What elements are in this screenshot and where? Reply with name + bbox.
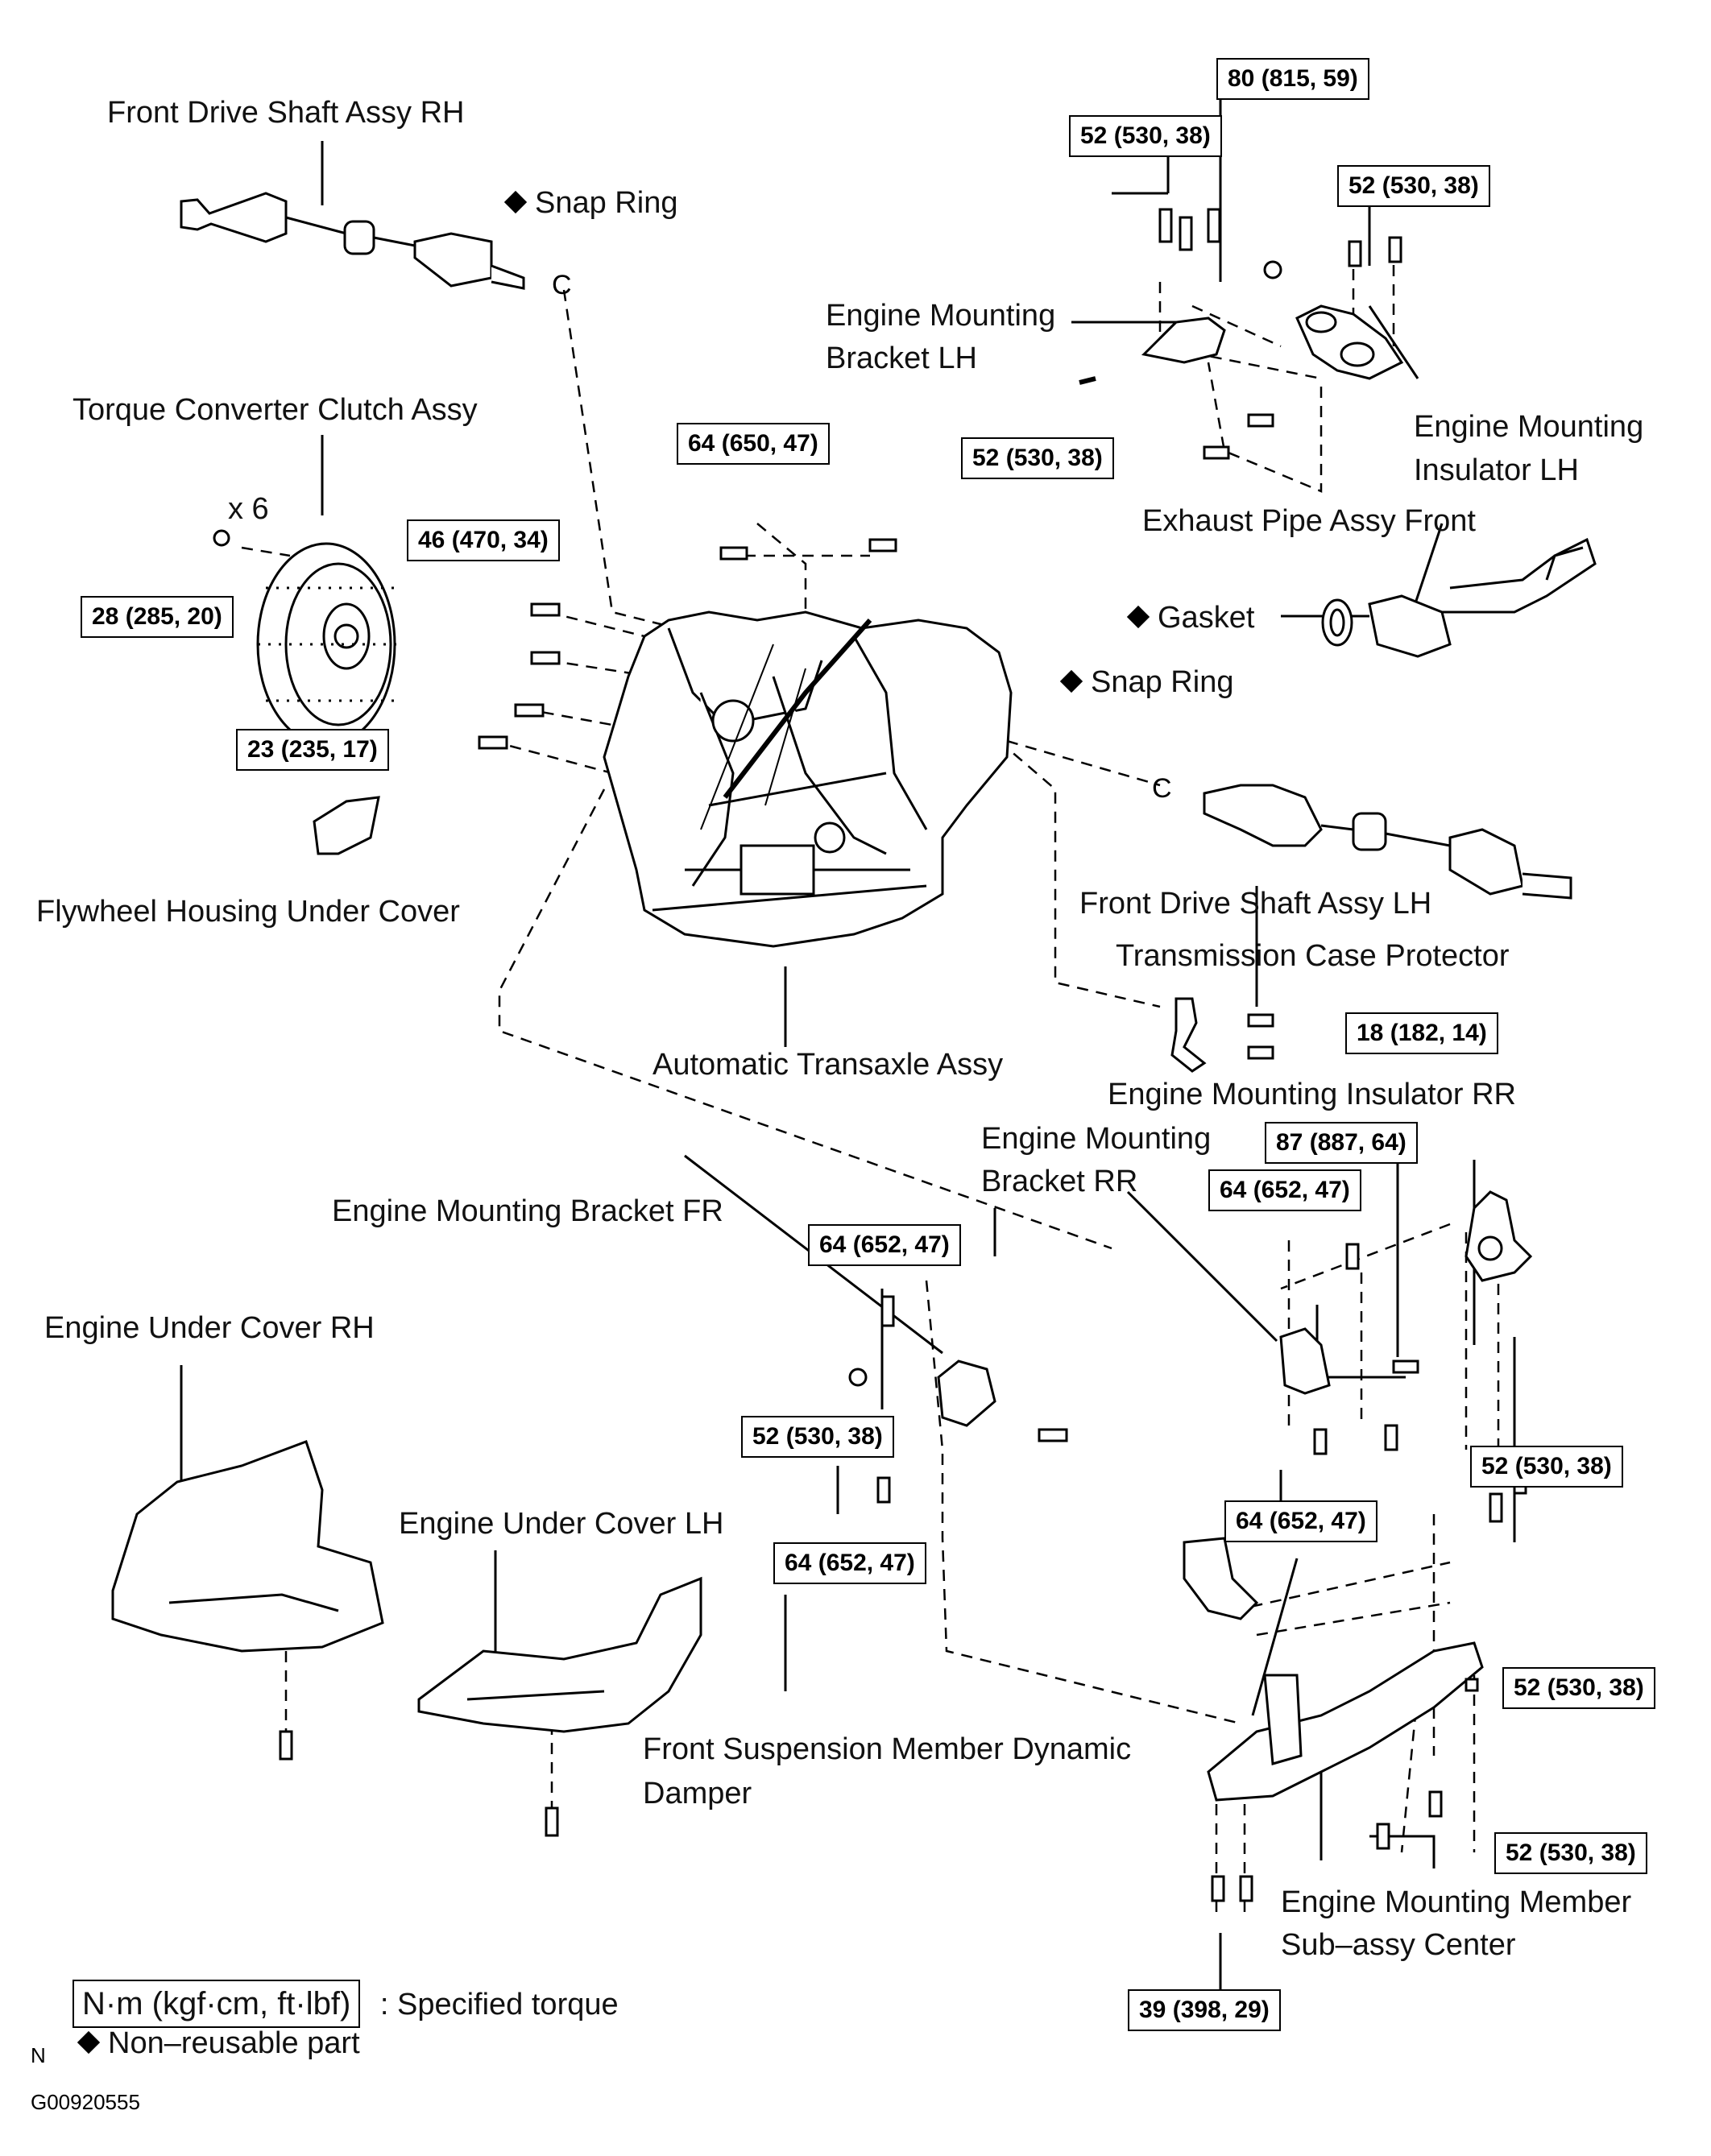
torque-box: 64 (652, 47) [1208, 1169, 1361, 1211]
label-engine-mounting-insulator-lh-1: Engine Mounting [1414, 410, 1644, 444]
torque-box: 46 (470, 34) [407, 519, 560, 561]
torque-box: 18 (182, 14) [1345, 1012, 1498, 1054]
label-snap-ring-top: Snap Ring [503, 185, 678, 222]
label-flywheel-cover: Flywheel Housing Under Cover [36, 895, 460, 929]
legend-nonreusable-text: Non–reusable part [108, 2026, 360, 2060]
label-gasket: Gasket [1126, 600, 1255, 637]
label-engine-mounting-insulator-rr: Engine Mounting Insulator RR [1108, 1078, 1516, 1111]
torque-box: 52 (530, 38) [1502, 1667, 1655, 1709]
torque-box: 52 (530, 38) [1494, 1832, 1647, 1874]
torque-box: 52 (530, 38) [1337, 165, 1490, 207]
label-dynamic-damper-1: Front Suspension Member Dynamic [643, 1732, 1132, 1766]
torque-box: 80 (815, 59) [1216, 58, 1369, 100]
label-engine-mounting-bracket-rr-2: Bracket RR [981, 1165, 1138, 1198]
label-front-drive-shaft-lh: Front Drive Shaft Assy LH [1079, 887, 1432, 921]
label-engine-mounting-bracket-lh-1: Engine Mounting [826, 299, 1056, 333]
label-engine-mounting-bracket-fr: Engine Mounting Bracket FR [332, 1194, 723, 1228]
label-automatic-transaxle: Automatic Transaxle Assy [652, 1048, 1004, 1082]
torque-box: 64 (652, 47) [1224, 1500, 1378, 1542]
label-snap-ring-mid: Snap Ring [1059, 664, 1234, 701]
legend-unit-box: N·m (kgf·cm, ft·lbf) [72, 1980, 361, 2028]
label-engine-mounting-insulator-lh-2: Insulator LH [1414, 453, 1579, 487]
torque-box: 64 (650, 47) [677, 423, 830, 465]
torque-box: 52 (530, 38) [1470, 1446, 1623, 1488]
label-x6: x 6 [228, 492, 269, 526]
torque-box: 52 (530, 38) [961, 437, 1114, 479]
torque-box: 52 (530, 38) [741, 1416, 894, 1458]
label-engine-mounting-bracket-rr-1: Engine Mounting [981, 1122, 1212, 1156]
label-transmission-protector: Transmission Case Protector [1116, 939, 1510, 973]
non-reusable-diamond-icon [1059, 669, 1083, 693]
label-torque-converter: Torque Converter Clutch Assy [72, 393, 478, 427]
label-engine-under-cover-lh: Engine Under Cover LH [399, 1507, 724, 1541]
legend-nonreusable: Non–reusable part [77, 2026, 360, 2063]
torque-box: 64 (652, 47) [773, 1542, 926, 1584]
torque-box: 52 (530, 38) [1069, 115, 1222, 157]
svg-text:C: C [1152, 773, 1172, 804]
torque-box: 28 (285, 20) [81, 596, 234, 638]
label-engine-under-cover-rh: Engine Under Cover RH [44, 1311, 375, 1345]
label-exhaust-pipe: Exhaust Pipe Assy Front [1142, 504, 1476, 538]
legend-torque: N·m (kgf·cm, ft·lbf) : Specified torque [72, 1980, 619, 2028]
north-marker: N [31, 2043, 46, 2067]
snap-ring-text: Snap Ring [535, 186, 678, 220]
torque-box: 64 (652, 47) [808, 1224, 961, 1266]
snap-ring-text: Snap Ring [1091, 665, 1234, 699]
label-front-drive-shaft-rh: Front Drive Shaft Assy RH [107, 96, 465, 130]
non-reusable-diamond-icon [503, 190, 528, 214]
gasket-text: Gasket [1158, 601, 1255, 635]
label-engine-mounting-bracket-lh-2: Bracket LH [826, 341, 977, 375]
legend-unit-desc: : Specified torque [379, 1988, 619, 2022]
torque-box: 87 (887, 64) [1265, 1122, 1418, 1164]
svg-text:C: C [552, 270, 572, 300]
torque-box: 23 (235, 17) [236, 729, 389, 771]
figure-id: G00920555 [31, 2090, 140, 2114]
label-member-center-2: Sub–assy Center [1281, 1928, 1516, 1962]
non-reusable-diamond-icon [1126, 605, 1150, 629]
label-dynamic-damper-2: Damper [643, 1777, 752, 1810]
label-member-center-1: Engine Mounting Member [1281, 1885, 1632, 1919]
torque-box: 39 (398, 29) [1128, 1989, 1281, 2031]
non-reusable-diamond-icon [77, 2030, 101, 2055]
